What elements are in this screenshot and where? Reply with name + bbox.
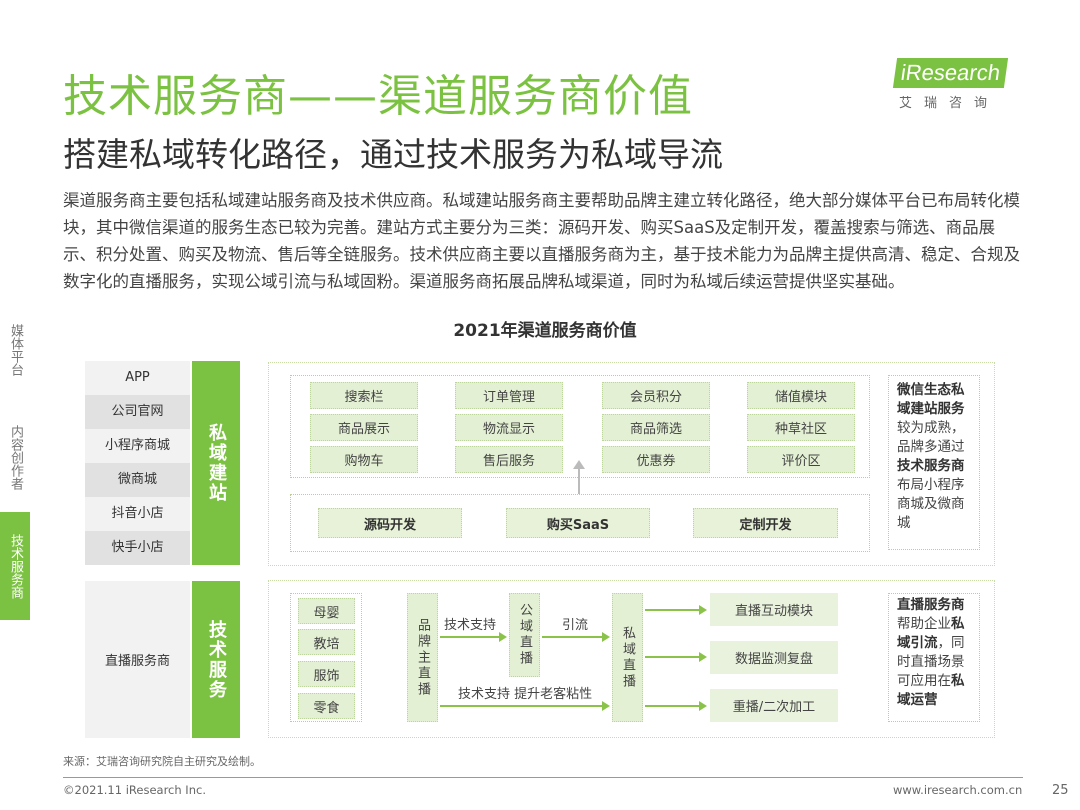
- module-item: 储值模块: [747, 382, 855, 409]
- category-private-site: 私域建站: [192, 361, 240, 565]
- method-source: 源码开发: [318, 508, 462, 538]
- note-fragment: 微信生态私域建站服务: [897, 382, 965, 417]
- module-item: 评价区: [747, 446, 855, 473]
- side-nav-media[interactable]: 媒体平台: [8, 324, 23, 376]
- industries-box: [290, 593, 362, 722]
- site-panel: [268, 362, 995, 566]
- label-traffic: 引流: [562, 618, 589, 633]
- private-live-node: 私域直播: [612, 593, 643, 722]
- note-fragment: 帮助企业: [897, 616, 951, 632]
- module-item: 订单管理: [455, 382, 563, 409]
- module-item: 优惠券: [602, 446, 710, 473]
- label-tech-support-retention: 技术支持 提升老客粘性: [458, 687, 593, 702]
- page-number: 25: [1052, 783, 1069, 798]
- arrow-icon: [645, 652, 707, 662]
- module-item: 搜索栏: [310, 382, 418, 409]
- public-live-node: 公域直播: [509, 593, 540, 677]
- note-fragment: 直播服务商: [897, 597, 965, 613]
- iresearch-logo: iResearch 艾瑞咨询: [892, 58, 1027, 111]
- method-saas: 购买SaaS: [506, 508, 650, 538]
- note-fragment: 技术服务商: [897, 458, 965, 474]
- brand-live-node: 品牌主直播: [407, 593, 438, 722]
- platform-list: APP 公司官网 小程序商城 微商城 抖音小店 快手小店: [85, 361, 190, 565]
- logo-mark: iResearch: [892, 58, 1009, 88]
- diagram-title: 2021年渠道服务商价值: [453, 321, 637, 341]
- page-title: 技术服务商——渠道服务商价值: [63, 71, 693, 122]
- category-tech-service: 技术服务: [192, 581, 240, 738]
- platform-item: 抖音小店: [85, 497, 190, 531]
- note-fragment: 私域引流: [897, 616, 965, 651]
- module-item: 商品筛选: [602, 414, 710, 441]
- arrow-icon: [542, 632, 610, 642]
- arrow-head-icon: [573, 460, 585, 469]
- industry-item: 母婴: [298, 598, 355, 624]
- up-arrow-icon: [578, 468, 580, 494]
- arrow-icon: [645, 701, 707, 711]
- industry-item: 教培: [298, 629, 355, 655]
- note-fragment: 布局小程序商城及微商城: [897, 477, 965, 531]
- platform-item: 微商城: [85, 463, 190, 497]
- website-link[interactable]: www.iresearch.com.cn: [893, 783, 1023, 797]
- note-fragment: 较为成熟，品牌多通过: [897, 420, 965, 455]
- side-nav-creators[interactable]: 内容创作者: [8, 425, 23, 490]
- output-item: 重播/二次加工: [710, 689, 838, 722]
- method-custom: 定制开发: [693, 508, 838, 538]
- industry-item: 服饰: [298, 661, 355, 687]
- label-tech-support: 技术支持: [444, 618, 497, 633]
- module-item: 会员积分: [602, 382, 710, 409]
- industry-item: 零食: [298, 693, 355, 719]
- platform-item: APP: [85, 361, 190, 395]
- footer-divider: [63, 777, 1023, 778]
- module-item: 商品展示: [310, 414, 418, 441]
- module-item: 售后服务: [455, 446, 563, 473]
- module-item: 物流显示: [455, 414, 563, 441]
- arrow-icon: [440, 701, 610, 711]
- page-subtitle: 搭建私域转化路径，通过技术服务为私域导流: [63, 135, 723, 174]
- note-fragment: 私域运营: [897, 673, 965, 708]
- logo-cn: 艾瑞咨询: [899, 96, 1000, 111]
- site-note: 微信生态私域建站服务较为成熟，品牌多通过技术服务商布局小程序商城及微商城: [888, 375, 980, 550]
- output-item: 直播互动模块: [710, 593, 838, 626]
- module-item: 购物车: [310, 446, 418, 473]
- methods-box: [290, 494, 870, 552]
- tech-note: 直播服务商帮助企业私域引流，同时直播场景可应用在私域运营: [888, 593, 980, 722]
- arrow-icon: [440, 632, 507, 642]
- platform-item: 快手小店: [85, 531, 190, 565]
- arrow-icon: [645, 605, 707, 615]
- output-item: 数据监测复盘: [710, 641, 838, 674]
- modules-box: [290, 375, 870, 478]
- side-nav-tech[interactable]: 技术服务商: [0, 512, 30, 620]
- module-item: 种草社区: [747, 414, 855, 441]
- provider-label: 直播服务商: [85, 581, 190, 738]
- platform-item: 公司官网: [85, 395, 190, 429]
- body-paragraph: 渠道服务商主要包括私域建站服务商及技术供应商。私域建站服务商主要帮助品牌主建立转…: [63, 191, 1020, 291]
- copyright: ©2021.11 iResearch Inc.: [63, 783, 206, 797]
- platform-item: 小程序商城: [85, 429, 190, 463]
- note-fragment: ，同时直播场景可应用在: [897, 635, 965, 689]
- source-note: 来源：艾瑞咨询研究院自主研究及绘制。: [63, 755, 261, 768]
- tech-panel: [268, 580, 995, 738]
